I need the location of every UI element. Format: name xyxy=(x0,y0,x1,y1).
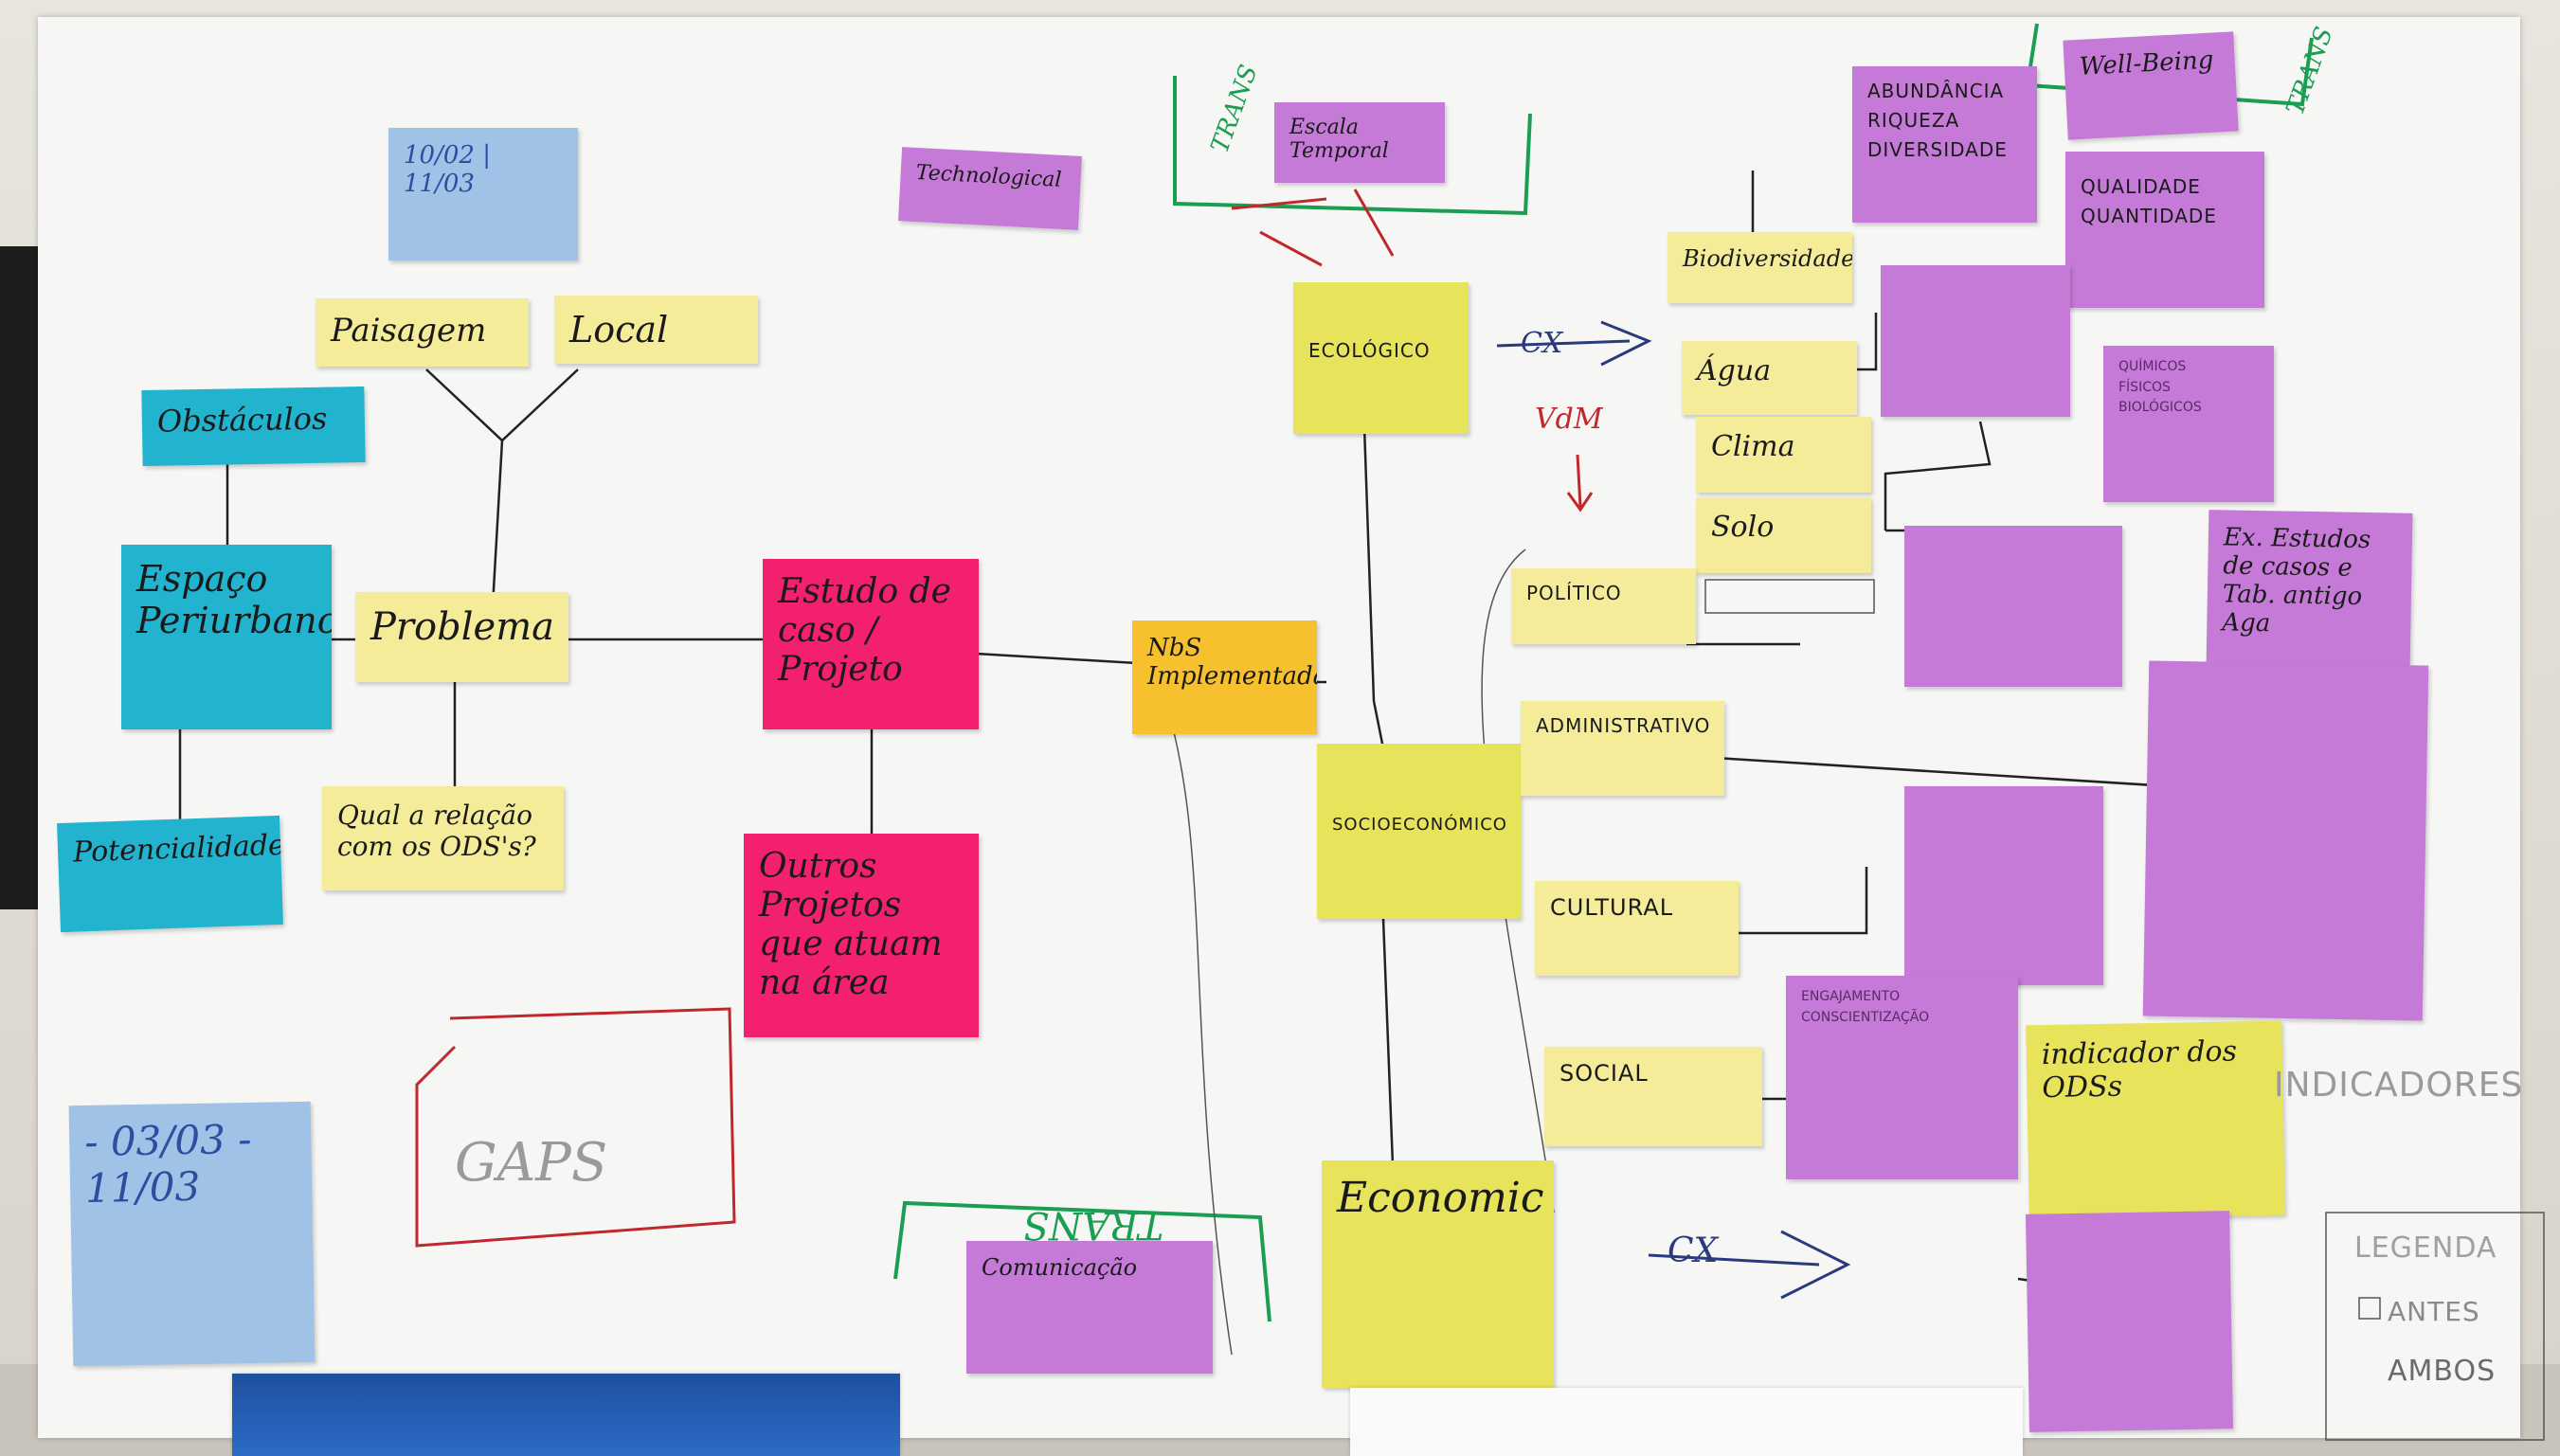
printed-sheet-left xyxy=(232,1374,900,1456)
nbs-implementada-text: NbS Implementada xyxy=(1147,634,1317,691)
legend-ambos-label: AMBOS xyxy=(2388,1355,2497,1388)
legend-antes-label: ANTES xyxy=(2388,1296,2480,1327)
espaco-periurbano-text: Espaço Periurbano xyxy=(136,558,332,641)
paisagem-text: Paisagem xyxy=(331,312,487,350)
ecologico-text: ECOLÓGICO xyxy=(1308,339,1431,362)
socioeconomico-text: SOCIOECONÓMICO xyxy=(1332,815,1507,835)
ex-estudos-text: Ex. Estudos de casos e Tab. antigo Aga xyxy=(2222,523,2371,638)
indicador-ods-text: indicador dos ODSs xyxy=(2041,1034,2238,1105)
politico-note: POLÍTICO xyxy=(1511,568,1696,644)
socioeconomico-note: SOCIOECONÓMICO xyxy=(1317,744,1521,919)
cultural-metrics-note xyxy=(1904,786,2103,985)
estudo-caso-note: Estudo de caso / Projeto xyxy=(763,559,979,729)
technological-note: Technological xyxy=(898,147,1082,230)
administrativo-note: ADMINISTRATIVO xyxy=(1521,701,1724,796)
economic-note: Economic xyxy=(1322,1160,1554,1388)
administrativo-metrics-note xyxy=(2142,660,2429,1021)
fisicos-text: FÍSICOS xyxy=(2118,379,2171,395)
well-being-text: Well-Being xyxy=(2079,45,2215,81)
local-note: Local xyxy=(554,296,758,364)
problema-text: Problema xyxy=(370,605,554,649)
nbs-implementada-note: NbS Implementada xyxy=(1132,620,1317,734)
qualidade-text: QUALIDADE xyxy=(2081,175,2201,198)
consciencializacao-text: CONSCIENTIZAÇÃO xyxy=(1801,1009,1930,1025)
solo-metrics-note: QUÍMICOS FÍSICOS BIOLÓGICOS xyxy=(2103,346,2274,502)
social-note: SOCIAL xyxy=(1544,1047,1762,1146)
riqueza-text: RIQUEZA xyxy=(1867,109,1960,132)
social-metrics-note: ENGAJAMENTO CONSCIENTIZAÇÃO xyxy=(1786,976,2018,1179)
obstaculos-note: Obstáculos xyxy=(141,386,366,467)
escala-temporal-text: Escala Temporal xyxy=(1289,116,1389,163)
date-top-text: 10/02 | 11/03 xyxy=(404,141,491,198)
ecologico-note: ECOLÓGICO xyxy=(1293,282,1469,434)
engajamento-text: ENGAJAMENTO xyxy=(1801,989,1901,1004)
comunicacao-note: Comunicação xyxy=(966,1241,1213,1374)
politico-metrics-note xyxy=(1904,526,2122,687)
cultural-note: CULTURAL xyxy=(1535,881,1739,976)
legenda-label: LEGENDA xyxy=(2354,1231,2497,1265)
biologicos-text: BIOLÓGICOS xyxy=(2118,400,2202,415)
paisagem-note: Paisagem xyxy=(315,298,529,367)
clima-metrics-note xyxy=(1881,265,2070,417)
social-text: SOCIAL xyxy=(1559,1060,1649,1087)
biodiversidade-note: Biodiversidade xyxy=(1668,232,1852,303)
indicador-ods-note: indicador dos ODSs xyxy=(2026,1020,2285,1220)
escala-temporal-note: Escala Temporal xyxy=(1274,102,1445,183)
technological-text: Technological xyxy=(915,160,1062,192)
solo-text: Solo xyxy=(1711,511,1775,544)
ex-estudos-note: Ex. Estudos de casos e Tab. antigo Aga xyxy=(2206,510,2413,670)
well-being-note: Well-Being xyxy=(2063,31,2239,140)
clima-text: Clima xyxy=(1711,430,1795,463)
potencialidades-text: Potencialidades xyxy=(72,828,283,870)
problema-note: Problema xyxy=(355,592,568,682)
biodiversidade-metrics-note: ABUNDÂNCIA RIQUEZA DIVERSIDADE xyxy=(1852,66,2037,223)
cx-bottom-label: CX xyxy=(1668,1231,1719,1270)
economic-text: Economic xyxy=(1337,1174,1544,1222)
economic-metrics-note xyxy=(2026,1211,2233,1432)
quantidade-text: QUANTIDADE xyxy=(2081,205,2217,227)
indicadores-label: INDICADORES xyxy=(2274,1066,2524,1105)
potencialidades-note: Potencialidades xyxy=(57,815,283,933)
obstaculos-text: Obstáculos xyxy=(156,400,328,440)
quimicos-text: QUÍMICOS xyxy=(2118,359,2187,374)
agua-metrics-note: QUALIDADE QUANTIDADE xyxy=(2065,152,2264,308)
agua-text: Água xyxy=(1697,354,1772,387)
qual-relacao-note: Qual a relação com os ODS's? xyxy=(322,786,564,890)
administrativo-text: ADMINISTRATIVO xyxy=(1536,714,1711,737)
local-text: Local xyxy=(569,309,669,351)
cultural-text: CULTURAL xyxy=(1550,894,1674,921)
diversidade-text: DIVERSIDADE xyxy=(1867,138,2008,161)
solo-note: Solo xyxy=(1696,497,1871,573)
comunicacao-text: Comunicação xyxy=(982,1254,1138,1281)
cx-top-label: CX xyxy=(1521,327,1563,360)
date-note-top: 10/02 | 11/03 xyxy=(388,128,578,261)
gaps-label: GAPS xyxy=(455,1132,608,1194)
outros-projetos-note: Outros Projetos que atuam na área xyxy=(744,834,979,1037)
agua-note: Água xyxy=(1682,341,1857,415)
printed-sheet-right xyxy=(1350,1388,2023,1456)
politico-text: POLÍTICO xyxy=(1526,582,1622,604)
espaco-periurbano-note: Espaço Periurbano xyxy=(121,545,332,729)
trans-bottom-label: TRANS xyxy=(1023,1203,1164,1247)
qual-relacao-text: Qual a relação com os ODS's? xyxy=(337,800,536,862)
outros-projetos-text: Outros Projetos que atuam na área xyxy=(759,847,943,1002)
date-bottom-text: - 03/03 - 11/03 xyxy=(83,1115,252,1212)
biodiversidade-text: Biodiversidade xyxy=(1683,245,1852,272)
estudo-caso-text: Estudo de caso / Projeto xyxy=(778,572,951,689)
clima-note: Clima xyxy=(1696,417,1871,493)
vdm-label: VdM xyxy=(1535,403,1603,436)
date-note-bottom: - 03/03 - 11/03 xyxy=(68,1101,315,1367)
abundancia-text: ABUNDÂNCIA xyxy=(1867,80,2005,102)
